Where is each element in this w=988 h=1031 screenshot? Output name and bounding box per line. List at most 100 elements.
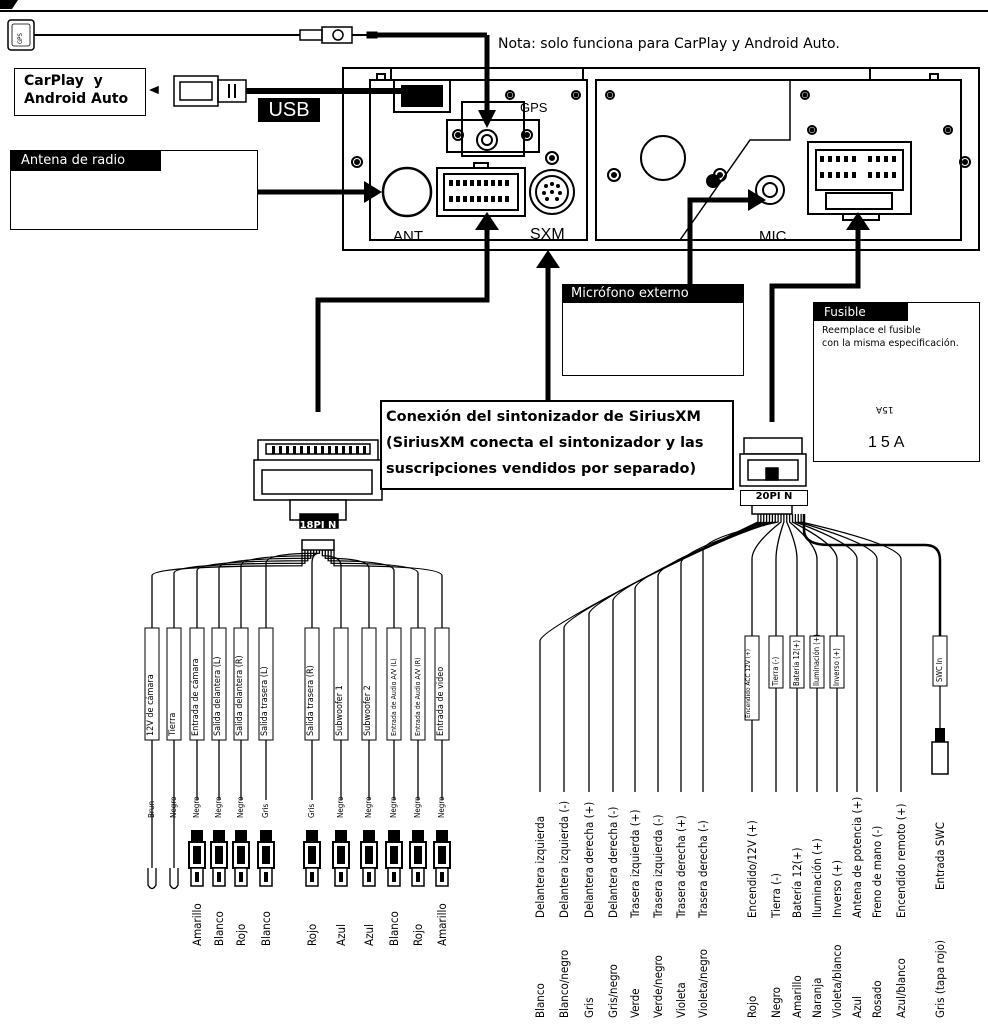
speaker-func-label-3: Delantera derecha (+)	[581, 801, 596, 918]
power-func-label-1: Encendido/12V (+)	[744, 820, 759, 918]
power-func-label-3: Batería 12(+)	[789, 847, 804, 918]
wire-color-label-10: Blanco	[386, 911, 401, 946]
speaker-func-label-7: Trasera derecha (+)	[673, 815, 688, 918]
speaker-color-label-4: Gris/negro	[605, 964, 620, 1018]
rca-plug-9-collar	[363, 830, 375, 842]
power-color-label-6: Azul	[849, 996, 864, 1018]
wire-color-label-9: Azul	[361, 924, 376, 946]
wire-18pin-1	[151, 550, 303, 628]
fuse-header: Fusible	[814, 303, 908, 321]
wires-group	[144, 514, 949, 890]
wire-color-label-7: Rojo	[304, 923, 319, 946]
rca-plug-3-collar	[191, 830, 203, 842]
wire-18pin-9	[324, 550, 370, 628]
power-func-label-8: Encendido remoto (+)	[893, 803, 908, 918]
rca-plug-11-core	[414, 846, 422, 864]
radio-antenna-header: Antena de radio	[11, 151, 161, 171]
swc-plug-body	[931, 741, 949, 775]
power-color-label-5: Violeta/blanco	[829, 944, 844, 1018]
plug-18pin-teeth	[272, 446, 366, 454]
microphone-header: Micrófono externo	[563, 285, 743, 303]
wire-18pin-5	[240, 550, 315, 628]
power-box-label-4: Iluminación (+)	[812, 633, 822, 686]
rca-plug-12-collar	[436, 830, 448, 842]
rca-plug-3-core	[193, 846, 201, 864]
fuse-box	[813, 302, 980, 462]
speaker-func-label-2: Delantera izquierda (-)	[556, 800, 571, 918]
gps-cable	[7, 19, 378, 51]
power-color-label-4: Naranja	[809, 977, 824, 1018]
power-wire-1	[751, 514, 782, 792]
rca-plug-12-pin	[440, 872, 444, 882]
swc-func-label: Entrada SWC	[932, 822, 947, 890]
power-func-label-2: Tierra (-)	[768, 873, 783, 918]
gps-label: GPS	[520, 100, 548, 115]
speaker-wire-7	[680, 514, 776, 792]
head-unit-panel	[342, 67, 980, 251]
wire-color-small-7: Gris	[307, 803, 317, 818]
rca-plug-12-core	[438, 846, 446, 864]
power-label-box-5	[829, 635, 845, 689]
wire-function-label-12: Entrada de video	[436, 666, 447, 736]
rca-plug-6-collar	[260, 830, 272, 842]
power-wire-2	[775, 514, 785, 792]
rca-plug-11-pin	[416, 872, 420, 882]
wire-function-label-10: Entrada de Audio A/V (L)	[389, 658, 398, 736]
power-wire-4	[788, 514, 818, 792]
wire-color-small-5: Negro	[236, 796, 246, 818]
gps-plug-label: GPS	[17, 33, 24, 44]
wire-function-label-3: Entrada de cámara	[191, 658, 202, 736]
power-label-box-1	[744, 635, 760, 721]
note-text: Nota: solo funciona para CarPlay y Andro…	[498, 36, 840, 52]
wire-function-label-8: Subwoofer 1	[335, 685, 346, 736]
power-func-label-5: Inverso (+)	[829, 859, 844, 918]
wire-18pin-3	[196, 550, 309, 628]
rca-plug-8-pin	[339, 872, 343, 882]
wire-18pin-4	[218, 550, 312, 628]
wire-color-label-12: Amarillo	[434, 903, 449, 946]
wire-function-label-1: 12V de cámara	[146, 674, 157, 736]
speaker-color-label-1: Blanco	[532, 983, 547, 1018]
wire-color-label-11: Rojo	[410, 923, 425, 946]
rca-plug-4-core	[215, 846, 223, 864]
wire-color-small-10: Negro	[389, 796, 399, 818]
header-strip	[0, 0, 988, 12]
wire-color-small-8: Negro	[336, 796, 346, 818]
speaker-wire-1	[539, 514, 759, 792]
power-wire-8	[800, 514, 902, 792]
mic-label: MIC	[759, 228, 787, 245]
speaker-color-label-2: Blanco/negro	[556, 949, 571, 1018]
siriusxm-box	[380, 400, 734, 490]
wire-end-cap-2	[169, 868, 179, 890]
power-label-box-2	[768, 635, 784, 689]
usb-label: USB	[258, 98, 320, 122]
wire-color-label-5: Rojo	[233, 923, 248, 946]
speaker-color-label-7: Violeta	[673, 982, 688, 1018]
wire-18pin-6	[265, 550, 318, 628]
rca-plug-10-core	[390, 846, 398, 864]
fuse-mark: 15A	[876, 404, 894, 414]
wire-color-small-3: Negro	[192, 796, 202, 818]
siriusxm-text: Conexión del sintonizador de SiriusXM (S…	[386, 409, 704, 477]
wire-function-label-4: Salida delantera (L)	[213, 656, 224, 736]
power-wire-6	[794, 514, 858, 792]
wire-color-label-6: Blanco	[258, 911, 273, 946]
wire-function-label-5: Salida delantera (R)	[235, 655, 246, 736]
rca-plug-8-core	[337, 846, 345, 864]
wire-color-label-3: Amarillo	[189, 903, 204, 946]
fuse-instructions: Reemplace el fusible con la misma especi…	[822, 325, 959, 349]
wire-function-label-6: Salida trasera (L)	[260, 666, 271, 736]
connector-pins	[449, 156, 896, 202]
power-func-label-4: Iluminación (+)	[809, 838, 824, 918]
power-box-label-3: Batería 12(+)	[792, 640, 802, 686]
connection-arrows	[254, 32, 861, 422]
power-box-label-2: Tierra (-)	[771, 656, 781, 686]
power-func-label-7: Freno de mano (-)	[869, 825, 884, 918]
swc-plug-collar	[935, 728, 945, 742]
wire-color-small-4: Negro	[214, 796, 224, 818]
pin20-label: 20PI N	[755, 491, 793, 502]
rca-plug-10-collar	[388, 830, 400, 842]
speaker-func-label-6: Trasera izquierda (-)	[650, 814, 665, 918]
speaker-wire-8	[702, 514, 779, 792]
rca-plug-10-pin	[392, 872, 396, 882]
